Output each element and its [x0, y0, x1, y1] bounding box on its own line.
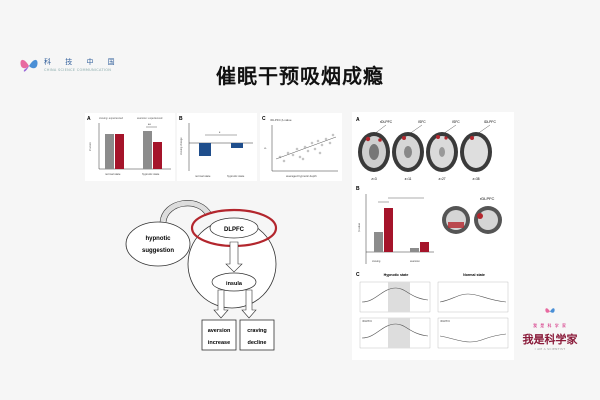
chart-b-cat-2: hypnotic state	[227, 174, 245, 178]
brain-b-bar-3	[410, 248, 419, 252]
zval-3: z=27	[438, 177, 445, 181]
chart-c-ylabel: β	[263, 147, 267, 149]
butterfly-logo-icon	[20, 59, 38, 72]
increase-text: increase	[208, 340, 230, 346]
brain-b-bar-4	[420, 242, 429, 252]
decline-text: decline	[248, 340, 267, 346]
brain-b-legend: rDLPFC	[480, 196, 495, 201]
chart-b-ylabel: craving change	[179, 137, 183, 155]
brain-a-label: A	[356, 117, 360, 123]
region-label-1: rDLPFC	[380, 120, 393, 124]
arrow-to-craving	[241, 289, 257, 319]
brain-b-bar-2	[384, 208, 393, 252]
chart-a-legend-2: aversion: experienced	[137, 116, 163, 120]
brain-figure-panel: A rDLPFC lSFC lSFC lDLPFC z=3 z=11	[352, 112, 514, 360]
brain-b-cat-2: aversion	[410, 259, 420, 263]
flow-diagram-svg: hypnotic suggestion DLPFC insula aversio…	[125, 200, 278, 351]
region-label-2: lSFC	[418, 120, 426, 124]
brain-c-label: C	[356, 272, 360, 278]
brain-b-ylabel: β-value	[357, 222, 361, 232]
brain-b-cat-1: craving	[372, 259, 381, 263]
insula-text: insula	[226, 281, 243, 287]
c-row-label-1: rDLPFC	[362, 319, 372, 323]
chart-a-label: A	[87, 116, 91, 122]
hypnotic-text: hypnotic	[146, 236, 172, 242]
brand-name: 我是科学家	[522, 333, 578, 346]
i-am-a-scientist-logo: 我 是 科 学 家 我是科学家 I AM A SCIENTIST	[515, 302, 585, 352]
chart-a-ylabel: Z-score	[88, 142, 92, 151]
zval-1: z=3	[371, 177, 376, 181]
chart-a-cat-1: normal state	[105, 172, 121, 176]
chart-a-panel: A craving: experienced aversion: experie…	[85, 113, 175, 181]
chart-b-label: B	[179, 116, 183, 122]
chart-b-panel: B craving change * normal state hypnotic…	[177, 113, 257, 181]
dlpfc-to-insula-arrow	[225, 241, 243, 273]
butterfly-brand-icon	[545, 308, 555, 313]
brain-figure-svg: A rDLPFC lSFC lSFC lDLPFC z=3 z=11	[356, 117, 509, 349]
region-label-4: lDLPFC	[484, 120, 496, 124]
c-title-normal: Normal state	[463, 273, 485, 277]
arrow-to-aversion	[213, 289, 229, 319]
logo-text-en: CHINA SCIENCE COMMUNICATION	[44, 68, 112, 72]
dlpfc-text: DLPFC	[224, 227, 245, 233]
chart-c-xlabel: averaged hypnotic depth	[286, 174, 317, 178]
flow-diagram-panel: hypnotic suggestion DLPFC insula aversio…	[122, 192, 302, 364]
chart-b-sig: *	[219, 131, 221, 135]
chart-a-bar-normal-aversion	[115, 134, 124, 169]
chart-c-label: C	[262, 116, 266, 122]
suggestion-text: suggestion	[142, 248, 174, 254]
hypnotic-suggestion-node	[125, 221, 191, 267]
chart-b-cat-1: normal state	[195, 174, 211, 178]
chart-c-panel: C rDLPFC β-value β averaged hypnotic dep…	[260, 113, 342, 181]
zval-4: z=38	[472, 177, 479, 181]
zval-2: z=11	[405, 177, 412, 181]
craving-decline-box	[239, 319, 275, 351]
chart-b-bar-hypnotic	[231, 143, 243, 148]
brain-slices	[358, 132, 492, 172]
chart-c-fit-line	[275, 136, 337, 160]
region-label-3: lSFC	[452, 120, 460, 124]
chart-a-bar-hyp-craving	[143, 131, 152, 169]
craving-text: craving	[247, 328, 267, 334]
chart-a-legend-1: craving: experienced	[99, 116, 123, 120]
chart-b-bar-normal	[199, 143, 211, 156]
brand-sub: I AM A SCIENTIST	[534, 347, 566, 351]
chart-c-points	[278, 133, 335, 163]
chart-c-title: rDLPFC β-value	[270, 118, 292, 122]
slide-title: 催眠干预吸烟成瘾	[216, 64, 384, 88]
chart-a-bar-hyp-aversion	[153, 142, 162, 169]
aversion-increase-box	[201, 319, 237, 351]
aversion-text: aversion	[208, 328, 231, 334]
chart-a-sig: **	[148, 123, 151, 127]
china-science-logo: 科 技 中 国 CHINA SCIENCE COMMUNICATION	[18, 54, 128, 80]
dlpfc-node	[209, 217, 259, 239]
chart-a-svg: A craving: experienced aversion: experie…	[87, 116, 171, 176]
brand-small-text: 我 是 科 学 家	[532, 323, 568, 328]
chart-a-bar-normal-craving	[105, 134, 114, 169]
insula-node	[211, 272, 257, 292]
c-title-hypnotic: Hypnotic state	[384, 273, 409, 277]
brain-b-bar-1	[374, 232, 383, 252]
logo-text-cn: 科 技 中 国	[44, 58, 121, 66]
c-timecourse-panels	[359, 281, 509, 349]
c-row-label-2: rDLPFC	[440, 319, 450, 323]
brain-b-label: B	[356, 186, 360, 192]
chart-b-svg: B craving change * normal state hypnotic…	[179, 116, 253, 178]
chart-c-svg: C rDLPFC β-value β averaged hypnotic dep…	[262, 116, 338, 178]
chart-a-cat-2: hypnotic state	[142, 172, 160, 176]
